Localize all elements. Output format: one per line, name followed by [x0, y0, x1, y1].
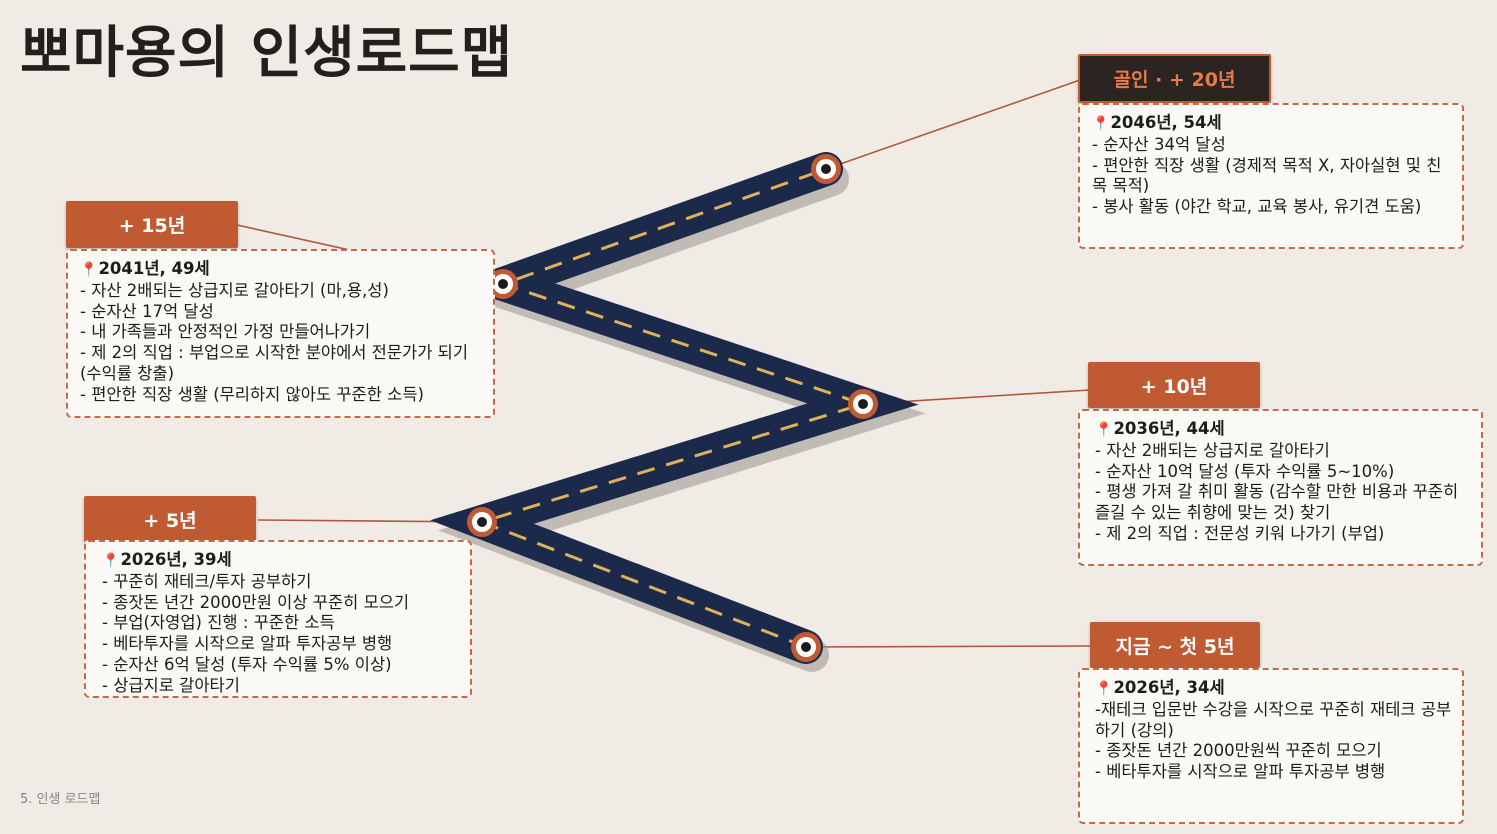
milestone-item: -재테크 입문반 수강을 시작으로 꾸준히 재테크 공부하기 (강의) [1095, 699, 1452, 740]
milestone-node-2 [467, 507, 497, 537]
milestone-item: - 내 가족들과 안정적인 가정 만들어나가기 [80, 322, 371, 342]
connector-line [825, 79, 1081, 170]
milestone-item: - 제 2의 직업 : 전문성 키워 나가기 (부업) [1095, 523, 1385, 543]
milestone-heading: 2041년, 49세 [98, 259, 210, 278]
milestone-item: - 순자산 17억 달성 [80, 301, 214, 321]
milestone-node-1 [791, 632, 821, 662]
pin-icon: 📍 [1092, 116, 1110, 132]
milestone-item: - 순자산 34억 달성 [1092, 134, 1226, 154]
pin-icon: 📍 [1095, 681, 1113, 697]
pin-icon: 📍 [80, 262, 98, 278]
milestone-card-goal: 📍2046년, 54세 - 순자산 34억 달성 - 편안한 직장 생활 (경제… [1078, 103, 1464, 249]
milestone-heading: 2046년, 54세 [1110, 113, 1222, 132]
milestone-item: - 종잣돈 년간 2000만원씩 꾸준히 모으기 [1095, 741, 1382, 761]
milestone-item: - 꾸준히 재테크/투자 공부하기 [102, 571, 312, 591]
milestone-tag-10y: + 10년 [1088, 362, 1260, 408]
milestone-heading: 2036년, 44세 [1113, 419, 1225, 438]
milestone-item: - 베타투자를 시작으로 알파 투자공부 병행 [1095, 762, 1386, 782]
milestone-item: - 순자산 6억 달성 (투자 수익률 5% 이상) [102, 654, 392, 674]
milestone-item: - 편안한 직장 생활 (경제적 목적 X, 자아실현 및 친목 목적) [1092, 155, 1442, 196]
milestone-heading: 2026년, 39세 [120, 550, 232, 569]
connector-line [805, 645, 1091, 648]
milestone-tag-5y: + 5년 [84, 496, 256, 542]
milestone-node-5 [811, 154, 841, 184]
milestone-card-15y: 📍2041년, 49세 - 자산 2배되는 상급지로 갈아타기 (마,용,성) … [66, 249, 495, 418]
milestone-item: - 자산 2배되는 상급지로 갈아타기 [1095, 440, 1330, 460]
milestone-card-10y: 📍2036년, 44세 - 자산 2배되는 상급지로 갈아타기 - 순자산 10… [1078, 409, 1483, 566]
page-title: 뽀마용의 인생로드맵 [20, 21, 514, 86]
milestone-node-3 [848, 389, 878, 419]
milestone-item: - 종잣돈 년간 2000만원 이상 꾸준히 모으기 [102, 592, 410, 612]
milestone-tag-goal: 골인 · + 20년 [1078, 54, 1271, 103]
milestone-item: - 상급지로 갈아타기 [102, 675, 240, 695]
milestone-item: - 베타투자를 시작으로 알파 투자공부 병행 [102, 634, 393, 654]
road-dashes [477, 167, 868, 649]
milestone-item: - 부업(자영업) 진행 : 꾸준한 소득 [102, 613, 335, 633]
milestone-card-5y: 📍2026년, 39세 - 꾸준히 재테크/투자 공부하기 - 종잣돈 년간 2… [84, 540, 472, 698]
slide-footer: 5. 인생 로드맵 [20, 792, 101, 807]
milestone-card-now: 📍2026년, 34세 -재테크 입문반 수강을 시작으로 꾸준히 재테크 공부… [1078, 668, 1464, 824]
milestone-item: - 평생 가져 갈 취미 활동 (감수할 만한 비용과 꾸준히 즐길 수 있는 … [1095, 482, 1459, 523]
milestone-item: - 제 2의 직업 : 부업으로 시작한 분야에서 전문가가 되기 (수익률 창… [80, 343, 468, 383]
milestone-item: - 봉사 활동 (야간 학교, 교육 봉사, 유기견 도움) [1092, 197, 1422, 217]
pin-icon: 📍 [102, 553, 120, 569]
milestone-node-4 [488, 269, 518, 299]
milestone-item: - 자산 2배되는 상급지로 갈아타기 (마,용,성) [80, 280, 389, 300]
pin-icon: 📍 [1095, 422, 1113, 438]
milestone-tag-15y: + 15년 [66, 201, 238, 248]
milestone-tag-now: 지금 ~ 첫 5년 [1090, 622, 1260, 668]
milestone-item: - 순자산 10억 달성 (투자 수익률 5~10%) [1095, 461, 1395, 481]
milestone-heading: 2026년, 34세 [1113, 678, 1225, 697]
milestone-item: - 편안한 직장 생활 (무리하지 않아도 꾸준한 소득) [80, 384, 424, 404]
road-body [430, 152, 919, 664]
